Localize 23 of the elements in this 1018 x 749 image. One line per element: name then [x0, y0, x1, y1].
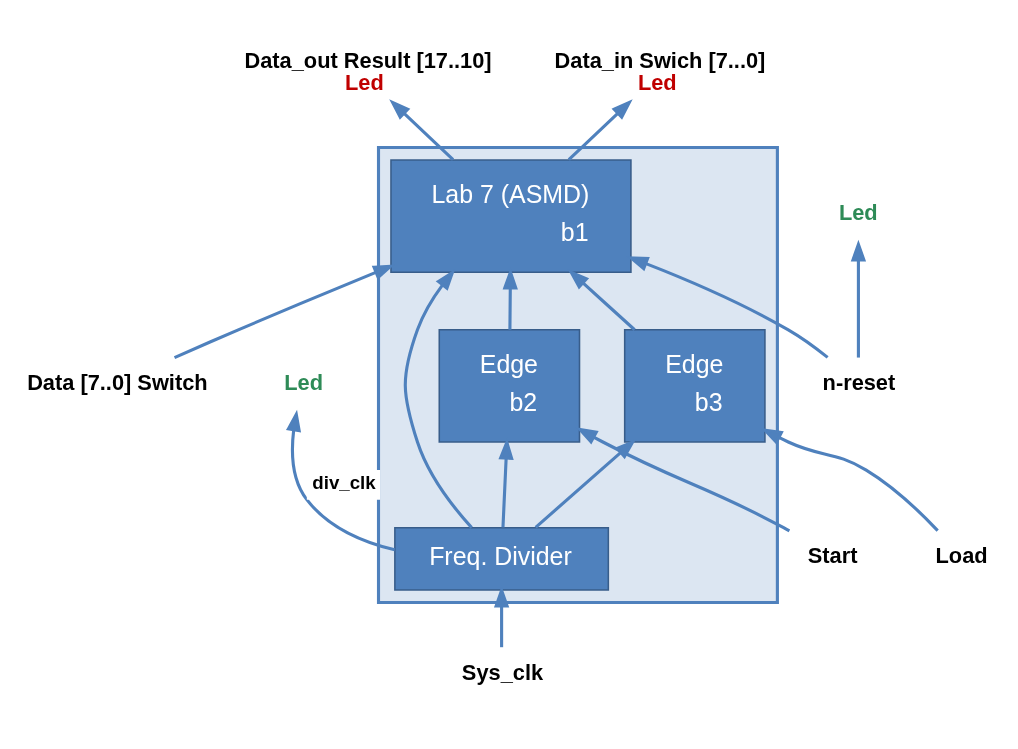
node-text: Sys_clk: [461, 659, 544, 685]
arrow: [285, 409, 396, 551]
node-text: n-reset: [822, 369, 896, 395]
node-box: Edge b2: [438, 328, 581, 443]
edge-label: div_clk: [312, 471, 376, 493]
node-text: Data_out Result [17..10] Led: [244, 47, 492, 95]
node-box: Freq. Divider: [394, 526, 610, 591]
node-text: Load: [935, 542, 988, 568]
node-text: Data [7..0] Switch: [27, 369, 208, 395]
node-box: Edge b3: [623, 328, 766, 443]
arrow: [403, 268, 473, 529]
arrow: [567, 268, 636, 331]
arrow: [850, 239, 867, 358]
node-text: Start: [807, 542, 858, 568]
node-text: Data_in Swich [7...0] Led: [554, 47, 766, 95]
arrow: [567, 98, 633, 161]
arrow: [173, 264, 395, 359]
node-text: Led: [838, 199, 878, 225]
cluster: [376, 145, 779, 604]
node-box: Lab 7 (ASMD) b1: [390, 158, 632, 273]
node-text: Led: [284, 369, 323, 395]
arrow: [575, 426, 791, 532]
arrow: [389, 98, 455, 161]
